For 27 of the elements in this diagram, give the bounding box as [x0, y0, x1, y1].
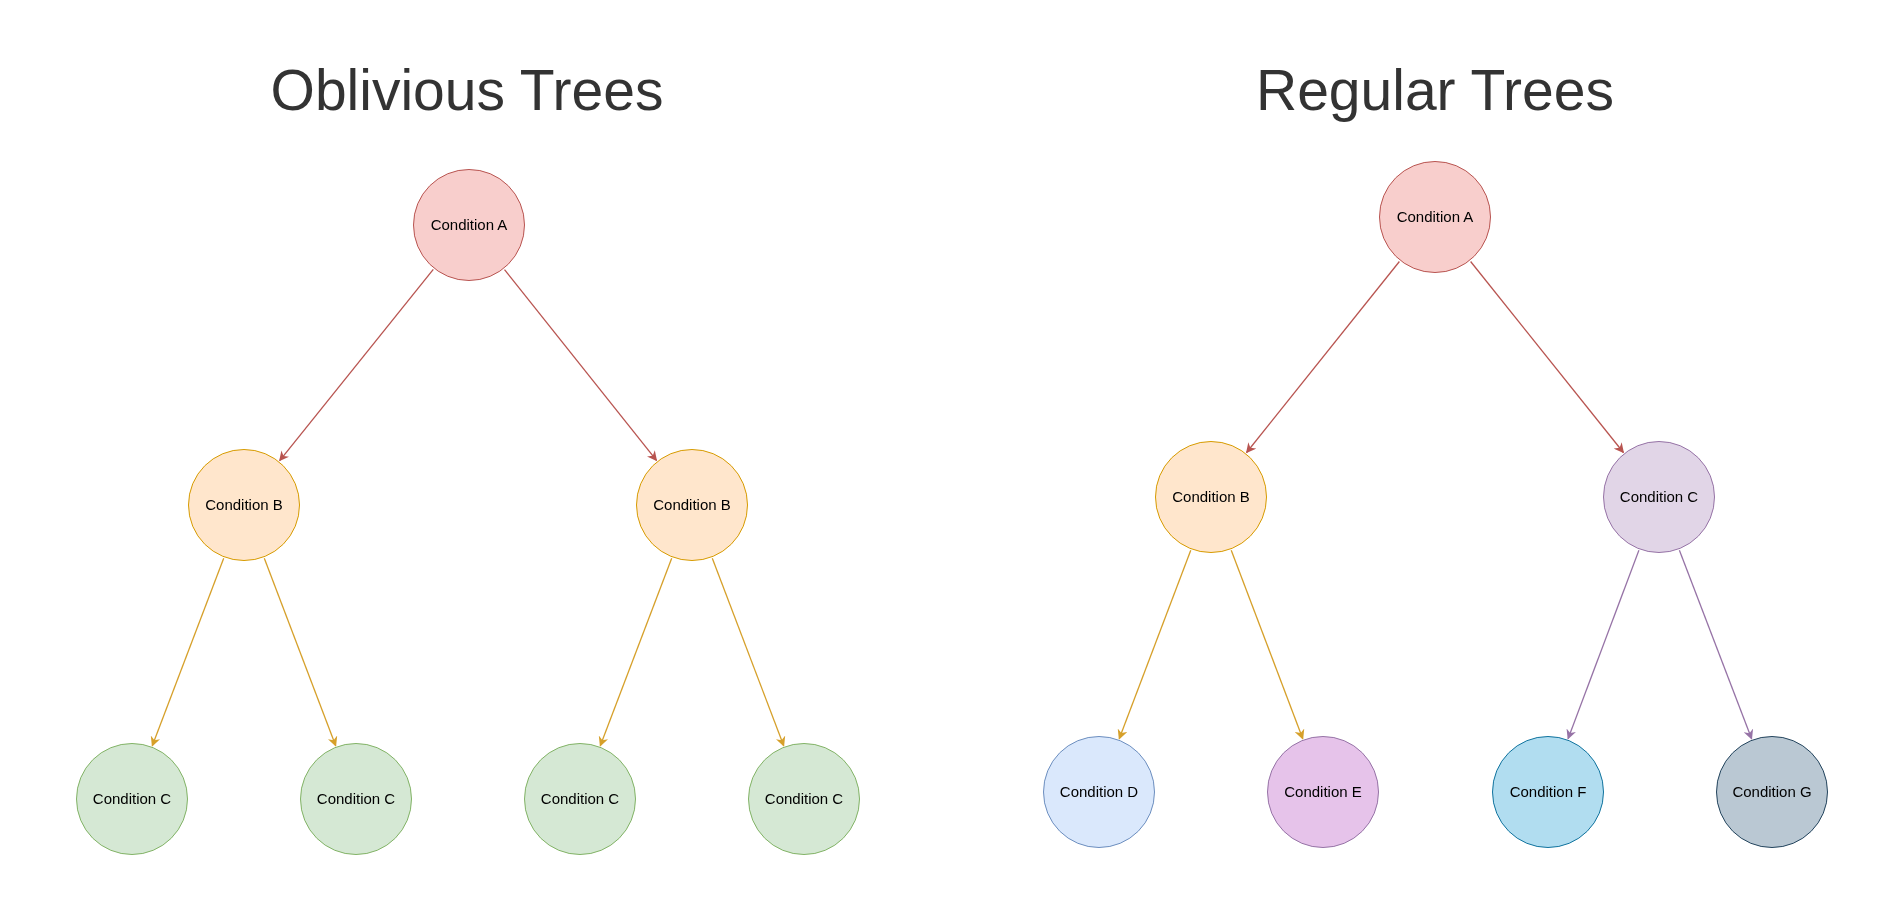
tree-heading: Oblivious Trees [270, 61, 664, 119]
condition-label: Condition C [316, 788, 396, 809]
condition-label: Condition A [430, 214, 508, 235]
arrow [1469, 260, 1625, 454]
condition-label: Condition B [1172, 486, 1250, 507]
condition-label: Condition D [1059, 781, 1139, 802]
condition-label: Condition A [1396, 206, 1474, 227]
condition-label: Condition B [653, 494, 731, 515]
arrow [1245, 260, 1401, 454]
condition-label: Condition G [1732, 781, 1812, 802]
arrow [711, 557, 786, 747]
arrow [1566, 549, 1640, 740]
condition-label: Condition C [1619, 486, 1699, 507]
condition-label: Condition B [205, 494, 283, 515]
condition-label: Condition C [540, 788, 620, 809]
arrow [1678, 549, 1754, 740]
arrow [279, 268, 434, 462]
arrow [1230, 549, 1305, 740]
arrow [263, 557, 338, 747]
arrow [598, 557, 673, 747]
condition-label: Condition F [1509, 781, 1587, 802]
arrow [503, 268, 658, 462]
arrow [1117, 549, 1192, 740]
condition-label: Condition E [1284, 781, 1362, 802]
condition-label: Condition C [764, 788, 844, 809]
arrow [150, 557, 225, 747]
condition-label: Condition C [92, 788, 172, 809]
